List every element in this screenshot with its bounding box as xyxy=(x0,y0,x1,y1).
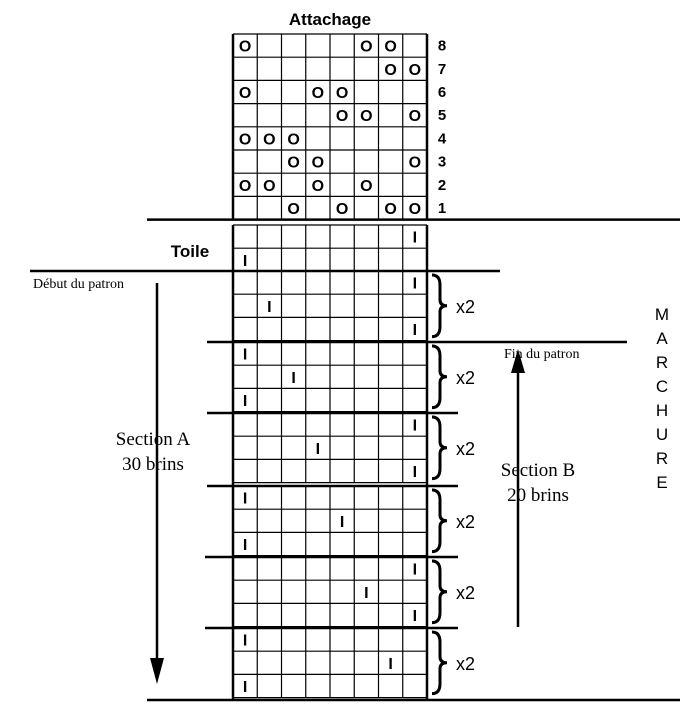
tie-mark: O xyxy=(360,178,372,195)
row-number: 6 xyxy=(438,84,446,101)
section-a-title: Section A xyxy=(116,429,191,450)
side-label-letter: A xyxy=(656,329,668,348)
side-label-letter: M xyxy=(655,305,669,324)
repeat-braces: x2 x2 x2 x2 x2 x2 xyxy=(431,273,475,696)
tie-mark: O xyxy=(312,85,324,102)
tie-mark: O xyxy=(312,178,324,195)
tie-mark: O xyxy=(239,85,251,102)
treadle-mark: I xyxy=(291,370,295,387)
treadle-mark: I xyxy=(243,393,247,410)
repeat-count: x2 xyxy=(456,512,475,532)
toile-label: Toile xyxy=(171,242,209,261)
attachage-row-numbers: 8 7 6 5 4 3 2 1 xyxy=(438,38,447,217)
repeat-count: x2 xyxy=(456,368,475,388)
treadle-mark: I xyxy=(243,679,247,696)
start-of-pattern-label: Début du patron xyxy=(33,277,124,292)
section-b-count: 20 brins xyxy=(507,485,569,506)
row-number: 8 xyxy=(438,38,446,55)
row-number: 7 xyxy=(438,61,446,78)
treadle-mark: I xyxy=(267,299,271,316)
tie-mark: O xyxy=(336,201,348,218)
repeat-brace xyxy=(431,415,448,481)
treadle-mark: I xyxy=(243,537,247,554)
tie-mark: O xyxy=(287,201,299,218)
row-number: 5 xyxy=(438,107,446,124)
tie-mark: O xyxy=(287,131,299,148)
toile-mark: I xyxy=(243,253,247,270)
treadle-mark: I xyxy=(413,322,417,339)
side-label-letter: R xyxy=(656,449,668,468)
side-label-letter: R xyxy=(656,353,668,372)
tie-mark: O xyxy=(336,85,348,102)
tie-mark: O xyxy=(384,201,396,218)
tie-mark: O xyxy=(263,131,275,148)
treadle-mark: I xyxy=(316,441,320,458)
repeat-brace xyxy=(431,273,448,339)
tie-mark: O xyxy=(360,108,372,125)
repeat-brace xyxy=(431,559,448,625)
tie-mark: O xyxy=(409,108,421,125)
toile-mark: I xyxy=(413,230,417,247)
tie-mark: O xyxy=(239,39,251,56)
repeat-brace xyxy=(431,488,448,554)
row-number: 1 xyxy=(438,200,446,217)
tie-mark: O xyxy=(287,155,299,172)
side-label-letter: E xyxy=(656,473,667,492)
treadle-mark: I xyxy=(413,608,417,625)
side-label-letter: U xyxy=(656,425,668,444)
treadle-mark: I xyxy=(413,562,417,579)
repeat-count: x2 xyxy=(456,439,475,459)
treadle-mark: I xyxy=(364,585,368,602)
tie-mark: O xyxy=(239,131,251,148)
repeat-count: x2 xyxy=(456,583,475,603)
side-label-letter: H xyxy=(656,401,668,420)
tie-mark: O xyxy=(263,178,275,195)
section-a-arrow xyxy=(150,283,164,684)
treadle-mark: I xyxy=(413,276,417,293)
tie-mark: O xyxy=(312,155,324,172)
tie-mark: O xyxy=(384,39,396,56)
repeat-count: x2 xyxy=(456,297,475,317)
treadle-mark: I xyxy=(413,418,417,435)
treadle-mark: I xyxy=(340,514,344,531)
treadle-mark: I xyxy=(243,633,247,650)
repeat-brace xyxy=(431,630,448,696)
tie-mark: O xyxy=(409,201,421,218)
tie-mark: O xyxy=(360,39,372,56)
tie-mark: O xyxy=(336,108,348,125)
treadle-mark: I xyxy=(243,491,247,508)
end-of-pattern-label: Fin du patron xyxy=(504,347,579,362)
row-number: 4 xyxy=(438,130,447,147)
tie-mark: O xyxy=(384,62,396,79)
treadle-mark: I xyxy=(243,347,247,364)
treadle-mark: I xyxy=(413,464,417,481)
repeat-count: x2 xyxy=(456,654,475,674)
tie-mark: O xyxy=(409,155,421,172)
row-number: 3 xyxy=(438,154,446,171)
section-b-title: Section B xyxy=(501,460,575,481)
section-a-count: 30 brins xyxy=(122,454,184,475)
section-b-arrow xyxy=(511,349,525,627)
side-label-letter: C xyxy=(656,377,668,396)
treadle-mark: I xyxy=(388,656,392,673)
section-divider-lines xyxy=(30,218,680,702)
tie-mark: O xyxy=(239,178,251,195)
attachage-title: Attachage xyxy=(289,10,371,29)
repeat-brace xyxy=(431,344,448,410)
row-number: 2 xyxy=(438,177,446,194)
tie-mark: O xyxy=(409,62,421,79)
